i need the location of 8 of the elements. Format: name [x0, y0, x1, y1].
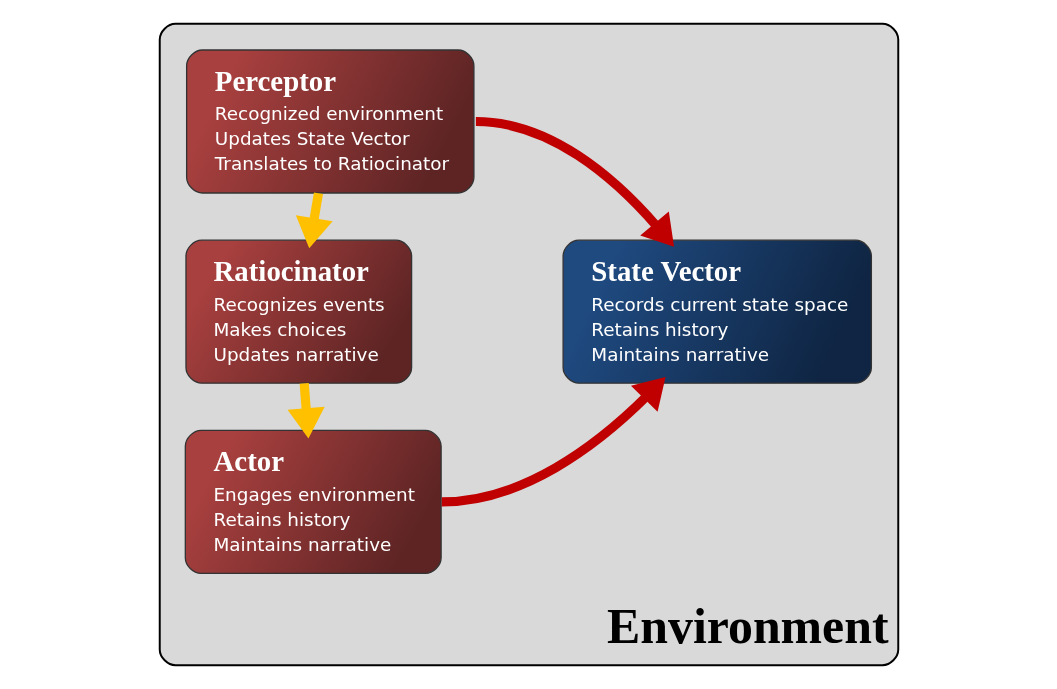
- node-box: Actor Engages environment Retains history Maintains narrative: [184, 429, 442, 575]
- arrow: [287, 383, 325, 439]
- node-box: Perceptor Recognized environment Updates State Vector Translates to Ratiocinator: [185, 49, 475, 194]
- node-box: Ratiocinator Recognizes events Makes choices Updates narrative: [184, 239, 412, 384]
- arrow: [441, 377, 666, 507]
- node-box: State Vector Records current state space Retains history Maintains narrative: [561, 239, 872, 384]
- arrow: [295, 192, 333, 249]
- arrow: [475, 116, 674, 247]
